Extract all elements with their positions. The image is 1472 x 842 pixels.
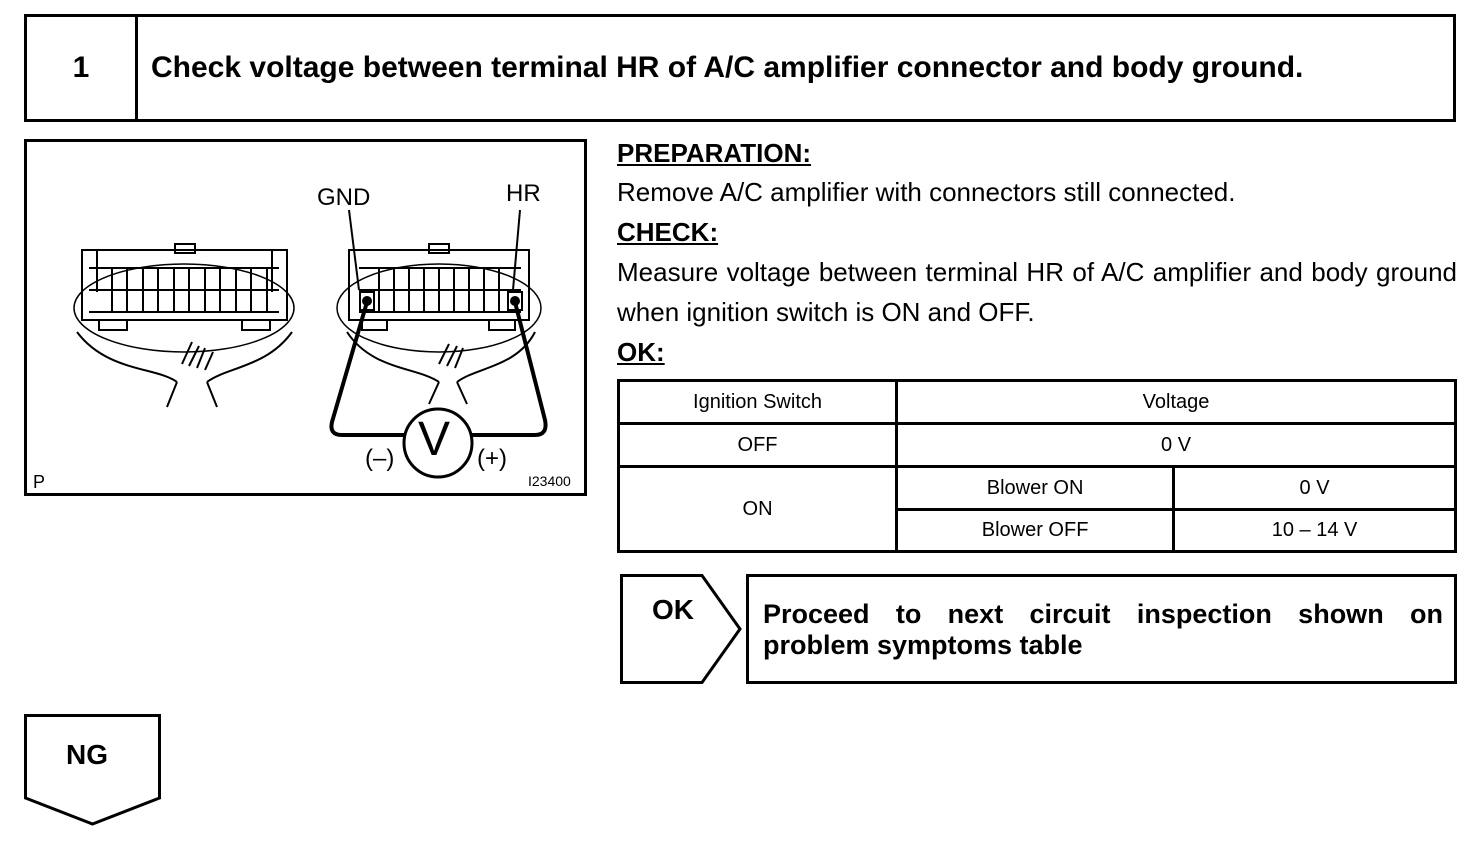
ok-result-text: Proceed to next circuit inspection shown… <box>763 599 1443 660</box>
table-row: ON Blower ON 0 V <box>616 465 1457 553</box>
right-connector <box>336 243 542 405</box>
cell-blower-off-voltage: 10 – 14 V <box>1172 508 1457 553</box>
table-row: OFF 0 V <box>616 422 1457 468</box>
meter-symbol: V <box>418 413 451 466</box>
voltmeter-icon <box>402 407 474 479</box>
gnd-label: GND <box>317 184 371 211</box>
minus-label: (–) <box>365 445 395 472</box>
voltage-spec-table: Ignition Switch Voltage OFF 0 V ON Blowe… <box>616 379 1457 553</box>
figure-corner-label: P <box>33 472 46 492</box>
plus-label: (+) <box>477 445 507 472</box>
cell-blower-on-voltage: 0 V <box>1172 465 1457 511</box>
ng-result-label: NG <box>66 739 108 770</box>
ok-result-label: OK <box>652 594 694 625</box>
table-row: Blower OFF 10 – 14 V <box>619 508 1457 553</box>
left-connector <box>73 243 295 408</box>
cell-blower-off: Blower OFF <box>895 508 1176 553</box>
hr-label: HR <box>506 180 541 207</box>
ok-criteria-heading: OK: <box>617 337 665 367</box>
ok-arrow-shape <box>620 574 742 684</box>
header-voltage: Voltage <box>895 379 1457 425</box>
cell-blower-on: Blower ON <box>895 465 1176 511</box>
ok-result-box: Proceed to next circuit inspection shown… <box>746 574 1457 684</box>
cell-switch-on: ON <box>616 465 899 553</box>
header-ignition-switch: Ignition Switch <box>616 379 899 425</box>
step-number: 1 <box>27 17 138 119</box>
figure-id: I23400 <box>528 473 571 489</box>
cell-switch-off: OFF <box>616 422 899 468</box>
table-header-row: Ignition Switch Voltage <box>616 379 1457 425</box>
preparation-text: Remove A/C amplifier with connectors sti… <box>617 177 1236 207</box>
preparation-heading: PREPARATION: <box>617 138 812 168</box>
ng-arrow-shape <box>24 714 161 826</box>
check-heading: CHECK: <box>617 217 719 247</box>
connector-drawing <box>73 209 548 479</box>
step-header: 1 Check voltage between terminal HR of A… <box>24 14 1456 122</box>
check-text: Measure voltage between terminal HR of A… <box>617 257 1457 327</box>
step-title: Check voltage between terminal HR of A/C… <box>151 51 1304 84</box>
connector-diagram: GND HR V (–) (+) P I23400 <box>24 139 587 496</box>
cell-voltage-off: 0 V <box>895 422 1457 468</box>
